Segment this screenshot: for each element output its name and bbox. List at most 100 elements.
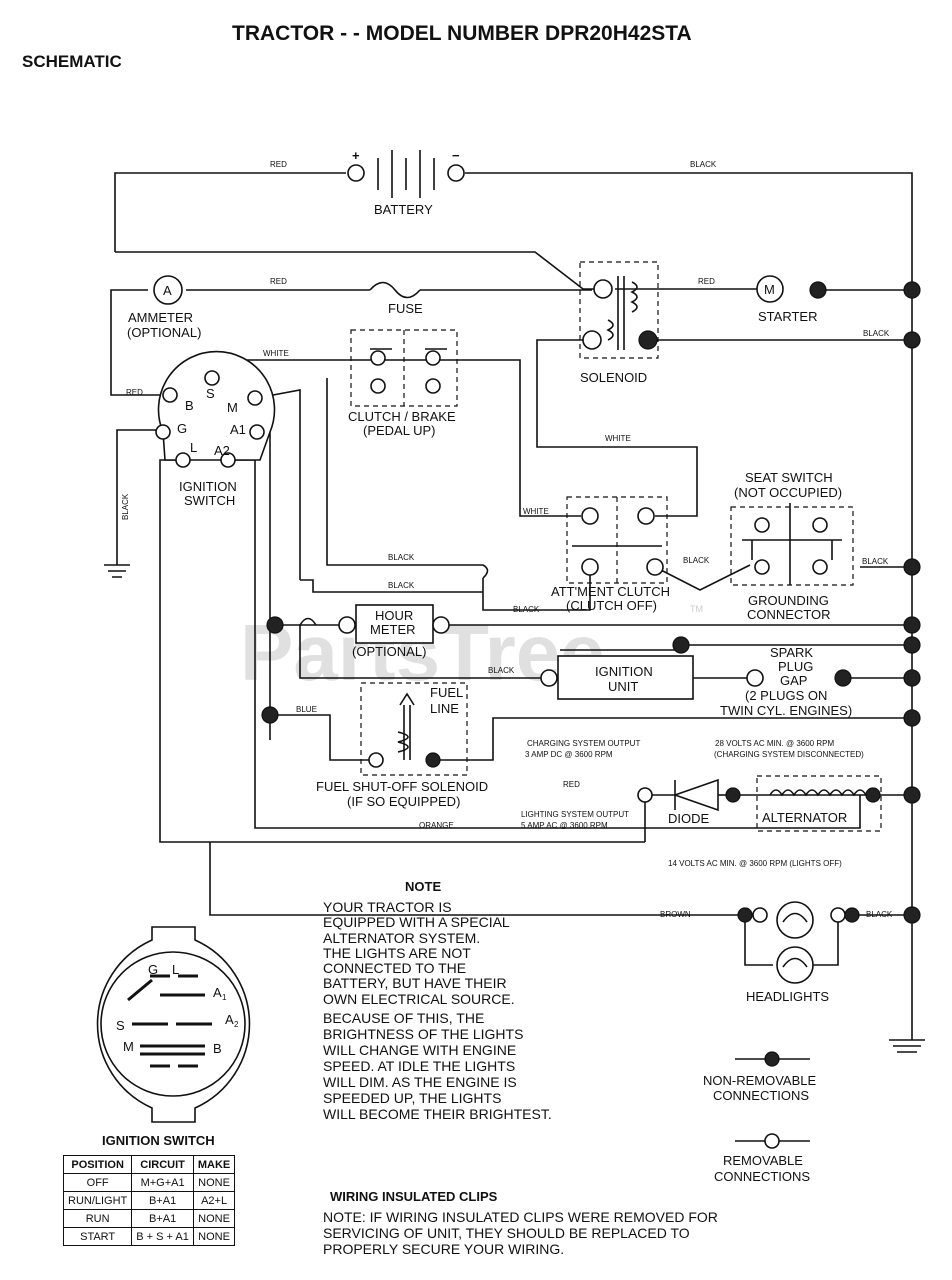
wires <box>104 172 925 1053</box>
table-row: START B + S + A1 NONE <box>62 1227 236 1246</box>
note-line: WILL DIM. AS THE ENGINE IS <box>323 1074 517 1090</box>
seat-switch-sub: (NOT OCCUPIED) <box>734 485 842 500</box>
note-line: ALTERNATOR SYSTEM. <box>323 930 480 946</box>
table-row: RUN B+A1 NONE <box>62 1209 236 1228</box>
wire-label-orange: ORANGE <box>419 821 454 830</box>
ammeter-label: AMMETER <box>128 310 193 325</box>
spark-plug-label: SPARK <box>770 645 813 660</box>
wire-label-black: BLACK <box>513 605 540 614</box>
note-line: BATTERY, BUT HAVE THEIR <box>323 975 507 991</box>
clutch-brake-sub: (PEDAL UP) <box>363 423 435 438</box>
solenoid: SOLENOID <box>579 261 659 385</box>
starter: M STARTER <box>756 275 827 324</box>
battery: + − BATTERY <box>347 148 465 217</box>
wire-label-black: BLACK <box>488 666 515 675</box>
clutch-brake-switch: CLUTCH / BRAKE (PEDAL UP) <box>348 329 458 438</box>
spark-plug-label-4: (2 PLUGS ON <box>745 688 827 703</box>
starter-symbol: M <box>764 282 775 297</box>
charging-output-1: CHARGING SYSTEM OUTPUT <box>527 739 640 748</box>
table-header-row: POSITION CIRCUIT MAKE <box>62 1155 236 1174</box>
hour-meter-label: HOUR <box>375 608 413 623</box>
wire-label-black: BLACK <box>388 581 415 590</box>
table-cell: RUN/LIGHT <box>62 1191 133 1210</box>
note-line: EQUIPPED WITH A SPECIAL <box>323 914 510 930</box>
detail-a2: A <box>225 1012 234 1027</box>
solenoid-label: SOLENOID <box>580 370 647 385</box>
bus-connections <box>261 281 921 924</box>
attachment-clutch-label: ATT'MENT CLUTCH <box>551 584 670 599</box>
note-line: BECAUSE OF THIS, THE <box>323 1010 484 1026</box>
legend-removable: REMOVABLE <box>723 1153 803 1168</box>
table-cell: NONE <box>192 1173 236 1192</box>
detail-l: L <box>172 962 179 977</box>
detail-a1: A <box>213 985 222 1000</box>
attachment-clutch-sub: (CLUTCH OFF) <box>566 598 657 613</box>
table-cell: B+A1 <box>131 1209 194 1228</box>
spark-plug-label-5: TWIN CYL. ENGINES) <box>720 703 852 718</box>
battery-minus: − <box>452 148 460 163</box>
volts28-1: 28 VOLTS AC MIN. @ 3600 RPM <box>715 739 834 748</box>
ign-terminal-b: B <box>185 398 194 413</box>
wire-label-white: WHITE <box>523 507 549 516</box>
grounding-connector-label: GROUNDING <box>748 593 829 608</box>
note-line: BRIGHTNESS OF THE LIGHTS <box>323 1026 523 1042</box>
note-line: WILL BECOME THEIR BRIGHTEST. <box>323 1106 552 1122</box>
table-cell: NONE <box>192 1209 236 1228</box>
ignition-switch-label-2: SWITCH <box>184 493 235 508</box>
lighting-output-1: LIGHTING SYSTEM OUTPUT <box>521 810 629 819</box>
ignition-unit: IGNITION UNIT <box>540 655 694 700</box>
detail-a1-sub: 1 <box>222 993 227 1002</box>
ignition-switch-detail: G L A 1 A 2 S M B IGNITION SWITCH <box>96 926 251 1148</box>
fuel-shutoff-solenoid: FUEL LINE FUEL SHUT-OFF SOLENOID (IF SO … <box>316 682 488 809</box>
wire-label-red: RED <box>126 388 143 397</box>
wire-label-white: WHITE <box>605 434 631 443</box>
note-block: NOTE YOUR TRACTOR IS EQUIPPED WITH A SPE… <box>323 879 552 1122</box>
note-line: WILL CHANGE WITH ENGINE <box>323 1042 516 1058</box>
fuse-label: FUSE <box>388 301 423 316</box>
note-line: THE LIGHTS ARE NOT <box>323 945 471 961</box>
table-header: MAKE <box>192 1155 236 1174</box>
wire-label-black: BLACK <box>866 910 893 919</box>
clips-heading: WIRING INSULATED CLIPS <box>330 1189 498 1204</box>
seat-switch: SEAT SWITCH (NOT OCCUPIED) GROUNDING CON… <box>730 470 854 622</box>
wire-label-black: BLACK <box>862 557 889 566</box>
legend-removable-2: CONNECTIONS <box>714 1169 810 1184</box>
volts28-2: (CHARGING SYSTEM DISCONNECTED) <box>714 750 864 759</box>
table-cell: M+G+A1 <box>131 1173 194 1192</box>
fuel-solenoid-sub: (IF SO EQUIPPED) <box>347 794 460 809</box>
wire-label-black: BLACK <box>690 160 717 169</box>
clips-line: SERVICING OF UNIT, THEY SHOULD BE REPLAC… <box>323 1225 690 1241</box>
clips-note: WIRING INSULATED CLIPS NOTE: IF WIRING I… <box>323 1189 718 1257</box>
table-cell: OFF <box>62 1173 133 1192</box>
wire-label-black: BLACK <box>863 329 890 338</box>
hour-meter-label-2: METER <box>370 622 416 637</box>
wire-label-red: RED <box>563 780 580 789</box>
ign-terminal-a1: A1 <box>230 422 246 437</box>
legend-non-removable-2: CONNECTIONS <box>713 1088 809 1103</box>
ignition-switch-label: IGNITION <box>179 479 237 494</box>
watermark-tm: TM <box>690 604 703 614</box>
ignition-switch: B S M G A1 L A2 IGNITION SWITCH <box>155 350 276 508</box>
wire-label-brown: BROWN <box>660 910 691 919</box>
table-cell: B + S + A1 <box>131 1227 194 1246</box>
page-title: TRACTOR - - MODEL NUMBER DPR20H42STA <box>232 22 692 45</box>
fuel-line-label: FUEL <box>430 685 463 700</box>
wire-label-blue: BLUE <box>296 705 317 714</box>
wire-label-red: RED <box>698 277 715 286</box>
ignition-unit-label-2: UNIT <box>608 679 638 694</box>
volts14: 14 VOLTS AC MIN. @ 3600 RPM (LIGHTS OFF) <box>668 859 842 868</box>
detail-s: S <box>116 1018 125 1033</box>
battery-label: BATTERY <box>374 202 433 217</box>
ign-terminal-g: G <box>177 421 187 436</box>
ammeter-symbol: A <box>163 283 172 298</box>
ign-terminal-a2: A2 <box>214 443 230 458</box>
table-row: RUN/LIGHT B+A1 A2+L <box>62 1191 236 1210</box>
legend: NON-REMOVABLE CONNECTIONS REMOVABLE CONN… <box>703 1051 816 1184</box>
table-cell: B+A1 <box>131 1191 194 1210</box>
diode: DIODE <box>637 778 719 826</box>
note-line: CONNECTED TO THE <box>323 960 466 976</box>
legend-non-removable: NON-REMOVABLE <box>703 1073 816 1088</box>
attachment-clutch-switch: ATT'MENT CLUTCH (CLUTCH OFF) <box>551 496 670 613</box>
detail-b: B <box>213 1041 222 1056</box>
alternator-label: ALTERNATOR <box>762 810 847 825</box>
